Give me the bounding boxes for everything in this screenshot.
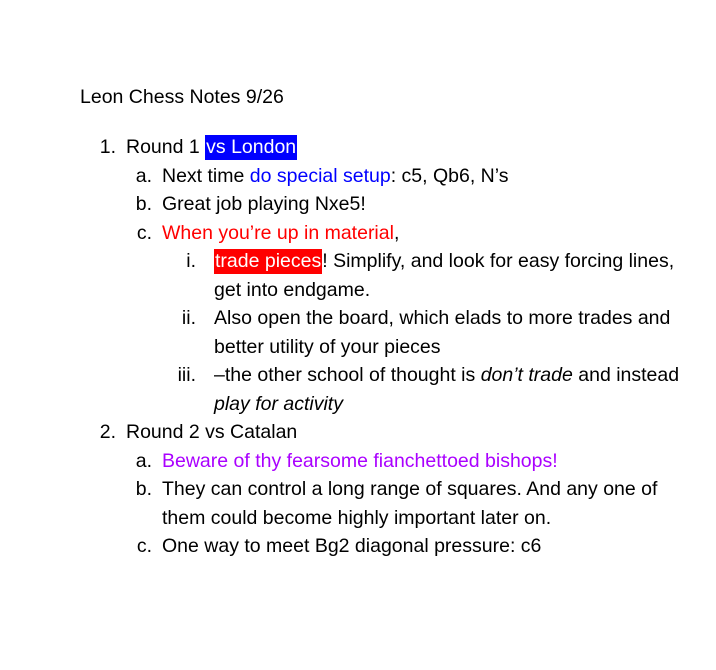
list-item-1c-text: When you’re up in material,: [162, 222, 399, 244]
list-item-2a-text: Beware of thy fearsome fianchettoed bish…: [162, 449, 558, 472]
do-special-setup-text: do special setup: [249, 164, 391, 187]
highlight-trade-pieces: trade pieces: [214, 249, 323, 274]
play-for-activity-text: play for activity: [214, 392, 343, 415]
list-item-1c: c. When you’re up in material, i. trade …: [126, 219, 680, 419]
list-item-round-2-text: Round 2 vs Catalan: [126, 421, 298, 443]
list-item-2c: c. One way to meet Bg2 diagonal pressure…: [126, 532, 680, 561]
list-marker-1c-i: i.: [186, 250, 196, 272]
list-marker-2a: a.: [135, 449, 152, 472]
list-item-2b: b. They can control a long range of squa…: [126, 475, 680, 532]
list-marker-1c-ii: ii.: [181, 307, 196, 329]
list-item-1a-text: Next time do special setup: c5, Qb6, N’s: [162, 165, 509, 187]
list-marker-2b: b.: [135, 478, 152, 500]
dont-trade-text: don’t trade: [480, 364, 573, 386]
round-1-label: Round 1: [126, 136, 206, 158]
list-item-round-2: 2. Round 2 vs Catalan a. Beware of thy f…: [80, 418, 680, 561]
list-marker-1b: b.: [135, 193, 152, 215]
setup-moves-text: : c5, Qb6, N’s: [390, 164, 509, 187]
and-instead-text: and instead: [572, 364, 680, 386]
list-item-2c-text: One way to meet Bg2 diagonal pressure: c…: [162, 535, 542, 557]
up-in-material-comma: ,: [393, 221, 400, 244]
up-in-material-text: When you’re up in material: [162, 221, 394, 244]
list-item-round-1-text: Round 1 vs London: [126, 135, 298, 160]
notes-outline: 1. Round 1 vs London a. Next time do spe…: [80, 133, 680, 561]
page-title: Leon Chess Notes 9/26: [80, 86, 284, 108]
highlight-vs-london: vs London: [205, 135, 298, 160]
outline-level-2-list-round-1: a. Next time do special setup: c5, Qb6, …: [126, 162, 680, 419]
list-item-2a: a. Beware of thy fearsome fianchettoed b…: [126, 447, 680, 476]
list-item-1c-iii-text: –the other school of thought is don’t tr…: [214, 364, 679, 415]
list-item-1a: a. Next time do special setup: c5, Qb6, …: [126, 162, 680, 191]
list-marker-2: 2.: [99, 421, 116, 443]
list-item-1c-iii: iii. –the other school of thought is don…: [162, 361, 680, 418]
outline-level-1-list: 1. Round 1 vs London a. Next time do spe…: [80, 133, 680, 561]
list-item-1c-i: i. trade pieces! Simplify, and look for …: [162, 247, 680, 304]
list-item-1c-i-text: trade pieces! Simplify, and look for eas…: [214, 249, 674, 301]
list-item-1b: b. Great job playing Nxe5!: [126, 190, 680, 219]
list-marker-1a: a.: [135, 164, 152, 187]
outline-level-2-list-round-2: a. Beware of thy fearsome fianchettoed b…: [126, 447, 680, 561]
list-item-round-1: 1. Round 1 vs London a. Next time do spe…: [80, 133, 680, 418]
list-marker-1c: c.: [136, 221, 152, 244]
list-item-1b-text: Great job playing Nxe5!: [162, 193, 366, 215]
list-marker-1c-iii: iii.: [177, 364, 196, 386]
list-marker-2c: c.: [136, 535, 152, 557]
other-school-text: –the other school of thought is: [214, 364, 481, 386]
outline-level-3-list: i. trade pieces! Simplify, and look for …: [162, 247, 680, 418]
next-time-text: Next time: [162, 164, 250, 187]
simplify-text: ! Simplify, and look for easy forcing li…: [214, 250, 675, 301]
list-marker-1: 1.: [99, 136, 116, 158]
list-item-1c-ii-text: Also open the board, which elads to more…: [214, 307, 671, 358]
list-item-1c-ii: ii. Also open the board, which elads to …: [162, 304, 680, 361]
list-item-2b-text: They can control a long range of squares…: [162, 478, 658, 529]
